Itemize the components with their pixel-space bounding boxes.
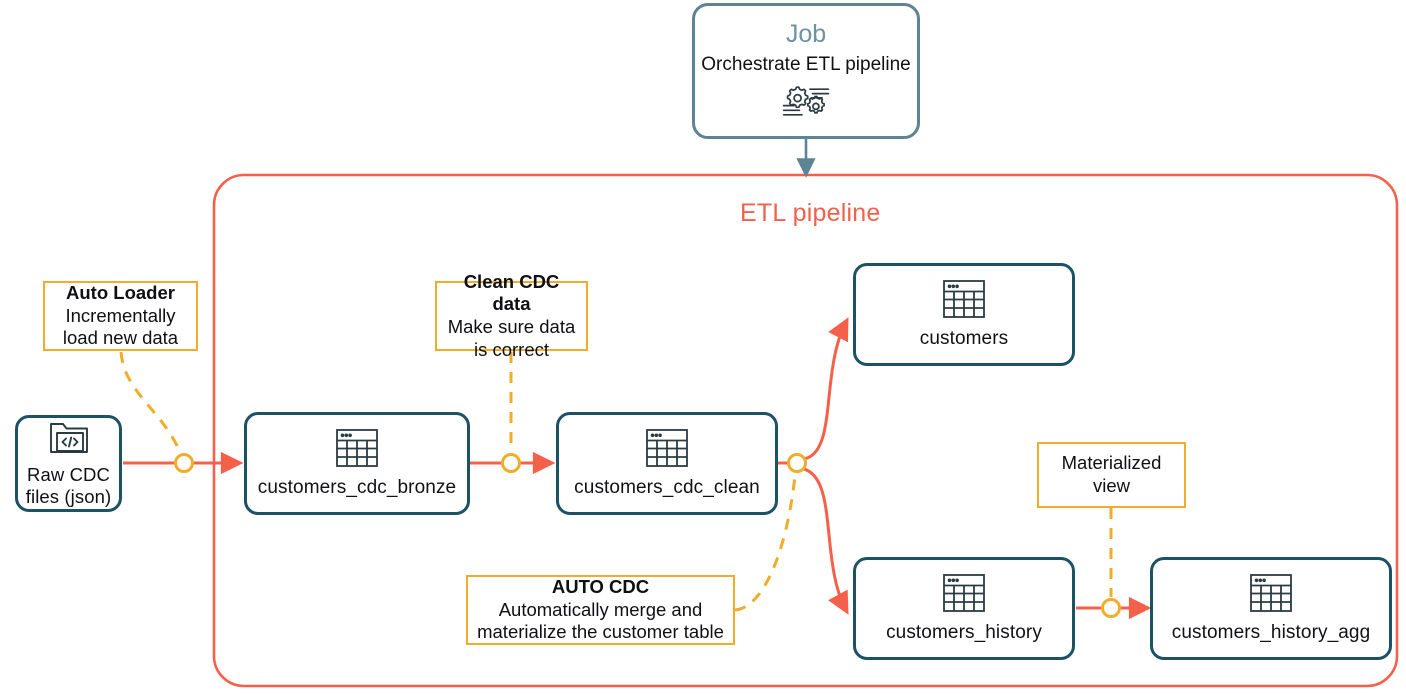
connector-dot-auto-loader [174,453,194,473]
edge-branch-to-customers [803,317,849,461]
annotation-body: Automatically merge and materialize the … [477,598,724,643]
connector-dot-materialized-view [1101,598,1121,618]
annotation-body: Materialized view [1061,452,1162,496]
annotation-materialized-view: Materialized view [1037,442,1186,508]
annotation-body: Incrementally load new data [62,304,179,349]
job-subtitle: Orchestrate ETL pipeline [701,53,911,75]
folder-code-icon [48,420,90,456]
table-icon [941,278,987,320]
gears-icon [782,83,830,121]
node-raw-cdc-files[interactable]: Raw CDC files (json) [15,415,122,512]
edge-branch-to-history [803,467,849,615]
connector-dot-clean-cdc [501,453,521,473]
node-label: Raw CDC files (json) [25,463,112,507]
node-customers-cdc-bronze[interactable]: customers_cdc_bronze [244,412,470,515]
annotation-auto-loader: Auto Loader Incrementally load new data [43,281,198,351]
node-label: customers_history_agg [1171,622,1371,644]
table-icon [1248,572,1294,614]
pipeline-title: ETL pipeline [740,199,881,227]
table-icon [941,572,987,614]
annotation-clean-cdc-data: Clean CDC data Make sure data is correct [435,271,588,360]
node-customers-cdc-clean[interactable]: customers_cdc_clean [556,412,778,515]
node-label: customers_cdc_bronze [257,477,457,499]
node-customers-history[interactable]: customers_history [853,557,1075,660]
node-customers-history-agg[interactable]: customers_history_agg [1150,557,1392,660]
node-label: customers_cdc_clean [574,477,760,499]
job-title: Job [785,20,827,49]
table-icon [334,427,380,469]
node-label: customers [919,328,1009,350]
annotation-title: Clean CDC data [463,270,560,315]
table-icon [644,427,690,469]
node-customers[interactable]: customers [853,263,1075,366]
leader-auto-loader [119,351,182,453]
annotation-title: Auto Loader [66,282,175,304]
job-node[interactable]: Job Orchestrate ETL pipeline [692,3,920,139]
node-label: customers_history [886,622,1042,644]
annotation-title: AUTO CDC [551,576,650,598]
annotation-auto-cdc: AUTO CDC Automatically merge and materia… [466,575,735,645]
connector-dot-auto-cdc [787,453,807,473]
annotation-body: Make sure data is correct [447,316,576,360]
